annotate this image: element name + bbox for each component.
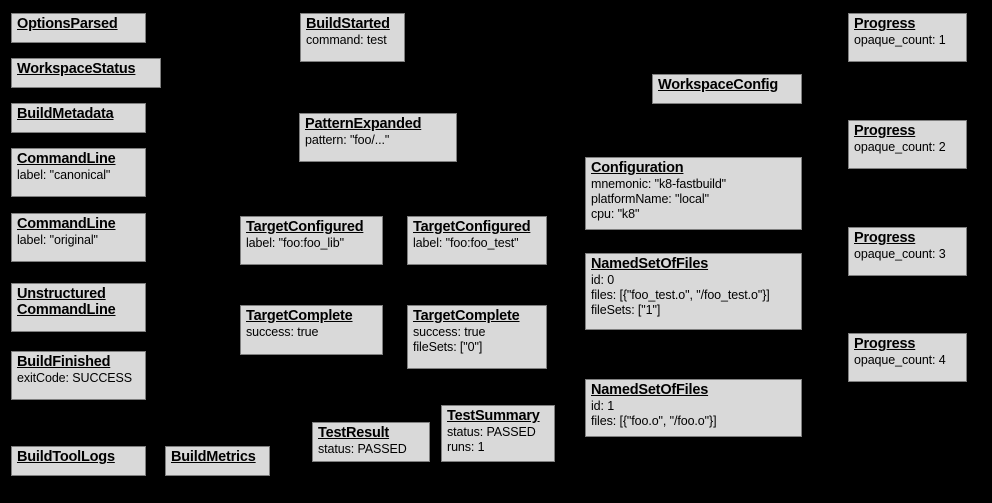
node-fields: opaque_count: 2 (854, 140, 961, 155)
node-title: Progress (854, 123, 916, 139)
node-field: label: "foo:foo_lib" (246, 236, 344, 251)
node-title: TargetConfigured (413, 219, 531, 235)
node-fields: label: "canonical" (17, 168, 140, 183)
node-fields: success: true (246, 325, 377, 340)
node-field: status: PASSED (447, 425, 536, 440)
node-title: WorkspaceConfig (658, 77, 779, 93)
node-title: BuildFinished (17, 354, 111, 370)
node-title: Progress (854, 16, 916, 32)
node-fields: exitCode: SUCCESS (17, 371, 140, 386)
node-build-metadata[interactable]: BuildMetadata (11, 103, 146, 133)
node-field: runs: 1 (447, 440, 485, 455)
node-title: BuildMetadata (17, 106, 114, 122)
node-fields: mnemonic: "k8-fastbuild"platformName: "l… (591, 177, 796, 222)
node-fields: status: PASSED (318, 442, 424, 457)
node-title: PatternExpanded (305, 116, 422, 132)
node-field: label: "canonical" (17, 168, 111, 183)
node-field: fileSets: ["1"] (591, 303, 661, 318)
node-workspace-status[interactable]: WorkspaceStatus (11, 58, 161, 88)
node-build-metrics[interactable]: BuildMetrics (165, 446, 270, 476)
node-workspace-config[interactable]: WorkspaceConfig (652, 74, 802, 104)
node-fields: label: "foo:foo_test" (413, 236, 541, 251)
node-title: TestResult (318, 425, 390, 441)
node-field: label: "foo:foo_test" (413, 236, 519, 251)
node-unstructured-command-line[interactable]: Unstructured CommandLine (11, 283, 146, 332)
node-title: WorkspaceStatus (17, 61, 136, 77)
node-field: opaque_count: 4 (854, 353, 946, 368)
node-fields: opaque_count: 1 (854, 33, 961, 48)
node-title: OptionsParsed (17, 16, 118, 32)
node-field: files: [{"foo.o", "/foo.o"}] (591, 414, 717, 429)
node-options-parsed[interactable]: OptionsParsed (11, 13, 146, 43)
node-title: BuildStarted (306, 16, 390, 32)
node-title: Unstructured CommandLine (17, 286, 116, 319)
node-field: mnemonic: "k8-fastbuild" (591, 177, 727, 192)
node-field: exitCode: SUCCESS (17, 371, 133, 386)
node-fields: label: "original" (17, 233, 140, 248)
node-title: TargetConfigured (246, 219, 364, 235)
node-field: pattern: "foo/..." (305, 133, 390, 148)
node-title: BuildToolLogs (17, 449, 115, 465)
node-title: TestSummary (447, 408, 540, 424)
node-field: success: true (246, 325, 319, 340)
node-field: fileSets: ["0"] (413, 340, 483, 355)
node-field: status: PASSED (318, 442, 407, 457)
node-field: id: 1 (591, 399, 615, 414)
node-title: Progress (854, 336, 916, 352)
node-field: opaque_count: 3 (854, 247, 946, 262)
node-title: CommandLine (17, 151, 116, 167)
node-title: Progress (854, 230, 916, 246)
node-field: label: "original" (17, 233, 98, 248)
node-field: command: test (306, 33, 387, 48)
node-fields: opaque_count: 3 (854, 247, 961, 262)
node-field: files: [{"foo_test.o", "/foo_test.o"}] (591, 288, 770, 303)
node-fields: label: "foo:foo_lib" (246, 236, 377, 251)
node-title: BuildMetrics (171, 449, 256, 465)
node-field: platformName: "local" (591, 192, 709, 207)
node-field: opaque_count: 2 (854, 140, 946, 155)
node-field: opaque_count: 1 (854, 33, 946, 48)
node-fields: opaque_count: 4 (854, 353, 961, 368)
node-field: cpu: "k8" (591, 207, 640, 222)
node-title: CommandLine (17, 216, 116, 232)
node-field: id: 0 (591, 273, 615, 288)
node-fields: pattern: "foo/..." (305, 133, 451, 148)
node-title: TargetComplete (413, 308, 520, 324)
node-title: Configuration (591, 160, 684, 176)
node-title: NamedSetOfFiles (591, 256, 709, 272)
node-title: TargetComplete (246, 308, 353, 324)
node-title: NamedSetOfFiles (591, 382, 709, 398)
node-fields: command: test (306, 33, 399, 48)
node-build-tool-logs[interactable]: BuildToolLogs (11, 446, 146, 476)
node-field: success: true (413, 325, 486, 340)
